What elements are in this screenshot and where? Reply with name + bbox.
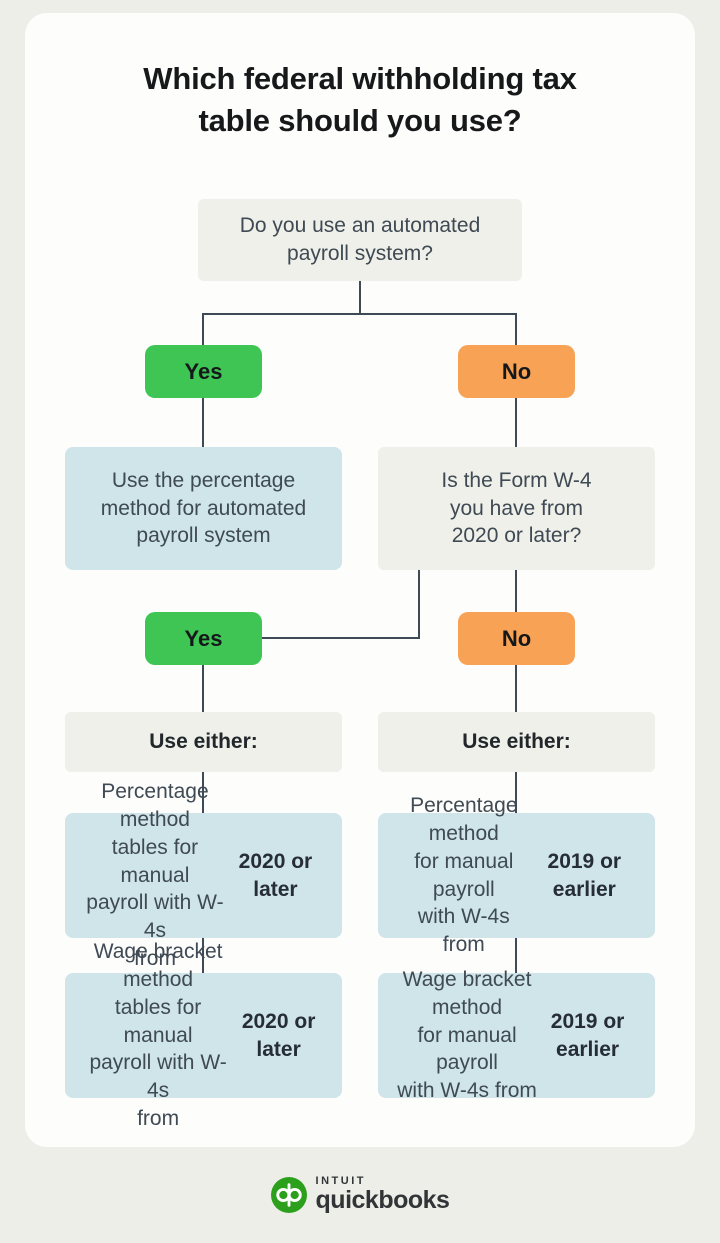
connector-line [202,313,204,345]
percentage-method-2019-box: Percentage method for manual payroll wit… [378,794,655,956]
connector-line [515,665,517,712]
brand-wordmark: INTUIT quickbooks [315,1175,450,1214]
wage-bracket-2020-box: Wage bracket method tables for manual pa… [65,940,342,1130]
root-question-box: Do you use an automated payroll system? [198,199,522,281]
yes-node-w4: Yes [145,612,262,665]
box-text-bold: 2019 or earlier [550,1009,625,1061]
wage-bracket-2019-box: Wage bracket method for manual payroll w… [378,968,655,1102]
box-text: Percentage method tables for manual payr… [86,779,224,971]
box-text: Wage bracket method for manual payroll w… [397,967,537,1103]
connector-line [515,398,517,447]
box-text-bold: 2020 or later [238,849,313,901]
brand-footer: INTUIT quickbooks [0,1176,720,1213]
connector-line [202,398,204,447]
box-text: Percentage method for manual payroll wit… [410,793,518,957]
box-text: Wage bracket method tables for manual pa… [89,939,227,1131]
quickbooks-logo-icon [270,1176,307,1213]
connector-line [262,637,420,639]
no-node-w4: No [458,612,575,665]
use-either-left-box: Use either: [65,712,342,772]
connector-line [359,281,361,314]
intuit-wordmark: INTUIT [315,1175,366,1187]
quickbooks-wordmark: quickbooks [315,1186,450,1214]
connector-line [202,772,204,813]
w4-question-box: Is the Form W-4 you have from 2020 or la… [378,447,655,570]
box-text-bold: 2020 or later [241,1009,316,1061]
connector-line [202,938,204,973]
yes-node-automated: Yes [145,345,262,398]
use-either-right-box: Use either: [378,712,655,772]
box-text-bold: 2019 or earlier [547,849,622,901]
percentage-method-2020-box: Percentage method tables for manual payr… [65,780,342,970]
connector-line [202,313,517,315]
connector-line [515,772,517,813]
automated-result-box: Use the percentage method for automated … [65,447,342,570]
page-title: Which federal withholding tax table shou… [143,61,577,138]
connector-line [515,570,517,612]
connector-line [515,313,517,345]
connector-line [202,665,204,712]
no-node-automated: No [458,345,575,398]
connector-line [418,570,420,639]
connector-line [515,938,517,973]
